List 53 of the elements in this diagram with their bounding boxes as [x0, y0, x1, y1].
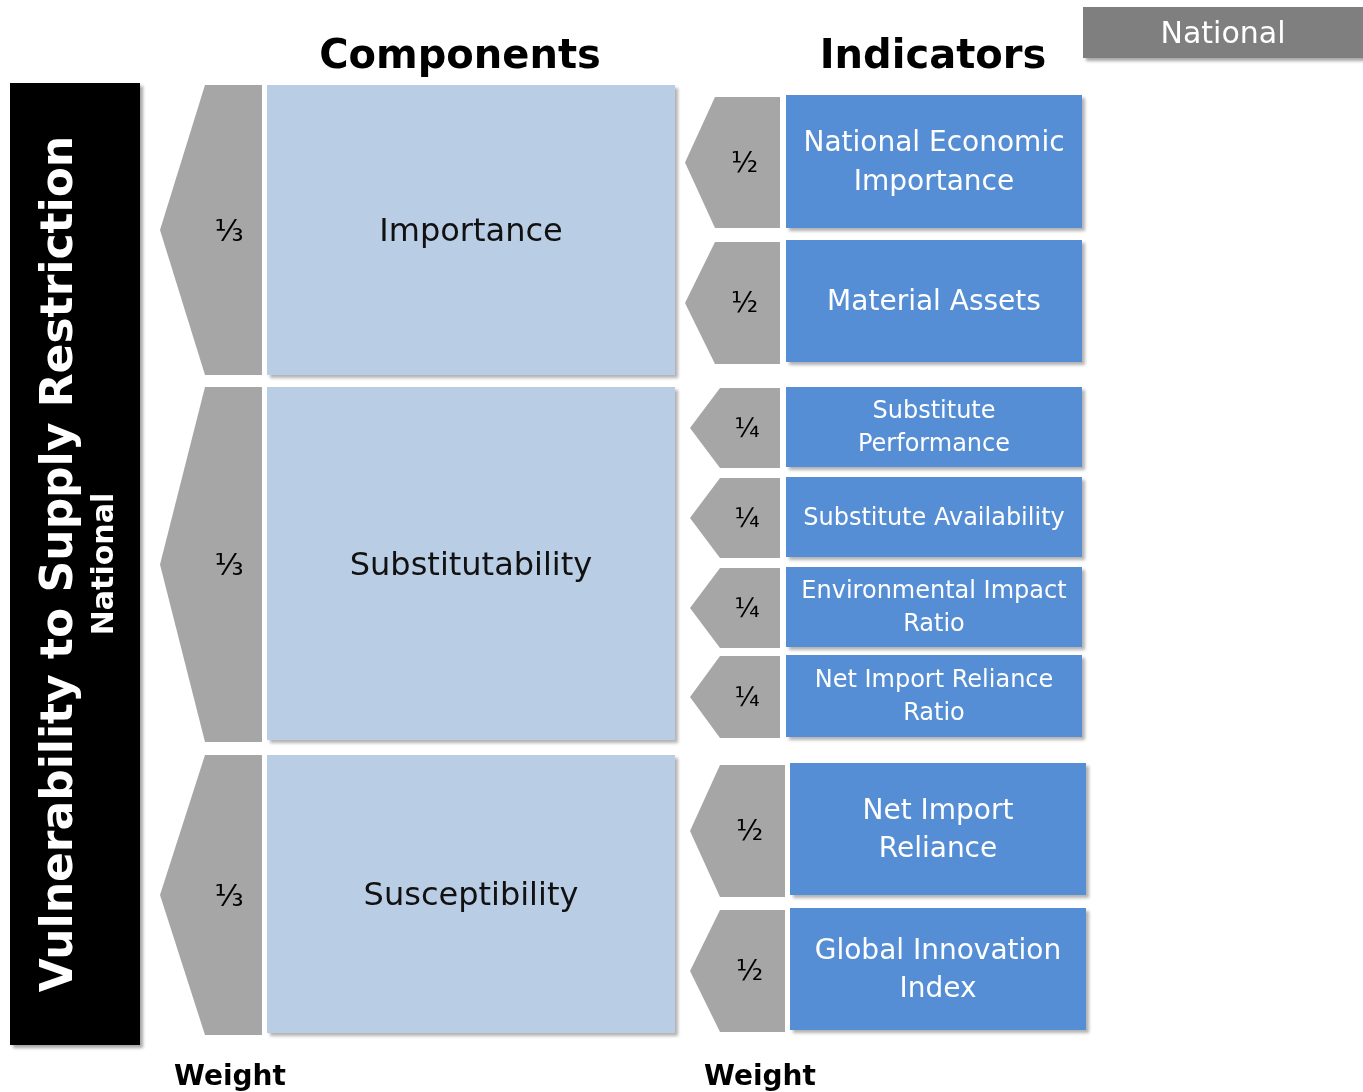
- indicator-box: [786, 240, 1082, 362]
- header-tab: [1083, 7, 1363, 58]
- indicator-label: Net Import Reliance Ratio: [813, 664, 1055, 728]
- weight-tag: [690, 388, 780, 468]
- weight-value: ⅓: [214, 546, 244, 584]
- component-box: [267, 387, 675, 740]
- weight-value: ½: [730, 144, 759, 181]
- title-band: [10, 83, 140, 1045]
- weight-tag: [690, 765, 785, 897]
- column-heading: Components: [318, 30, 602, 78]
- band-subtitle: National: [83, 492, 121, 636]
- component-label: Substitutability: [349, 543, 593, 585]
- band-title: Vulnerability to Supply Restriction: [29, 135, 83, 993]
- tab-label: National: [1160, 14, 1286, 52]
- component-label: Susceptibility: [363, 874, 579, 915]
- weight-tag: [690, 568, 780, 648]
- weight-value: ⅓: [214, 876, 244, 915]
- weight-label: Weight: [173, 1060, 287, 1092]
- indicator-label: National Economic Importance: [802, 124, 1066, 199]
- indicator-label: Net Import Reliance: [861, 791, 1015, 866]
- weight-tag: [685, 242, 780, 364]
- weight-value: ½: [735, 953, 764, 989]
- indicator-label: Substitute Availability: [803, 501, 1065, 533]
- indicator-box: [790, 908, 1086, 1030]
- weight-value: ¼: [734, 411, 760, 445]
- weight-value: ⅓: [214, 211, 244, 250]
- weight-label: Weight: [703, 1060, 817, 1092]
- component-box: [267, 755, 675, 1033]
- indicator-label: Environmental Impact Ratio: [800, 575, 1068, 639]
- weight-tag: [690, 910, 785, 1032]
- indicator-label: Substitute Performance: [856, 395, 1012, 459]
- weight-tag: [690, 656, 780, 738]
- indicator-box: [786, 655, 1082, 737]
- weight-value: ½: [730, 285, 759, 321]
- weight-value: ¼: [734, 591, 760, 625]
- weight-tag: [160, 387, 262, 742]
- indicator-box: [786, 95, 1082, 228]
- component-label: Importance: [379, 210, 563, 251]
- column-heading: Indicators: [818, 30, 1048, 78]
- weight-tag: [685, 97, 780, 228]
- indicator-box: [786, 567, 1082, 647]
- indicator-box: [786, 477, 1082, 557]
- indicator-box: [790, 763, 1086, 895]
- weight-value: ¼: [734, 680, 760, 714]
- weight-tag: [160, 755, 262, 1035]
- weight-tag: [690, 478, 780, 558]
- indicator-label: Global Innovation Index: [813, 931, 1063, 1006]
- indicator-box: [786, 387, 1082, 467]
- component-box: [267, 85, 675, 375]
- indicator-label: Material Assets: [827, 282, 1041, 319]
- weight-tag: [160, 85, 262, 375]
- weight-value: ¼: [734, 501, 760, 535]
- weight-value: ½: [735, 813, 764, 849]
